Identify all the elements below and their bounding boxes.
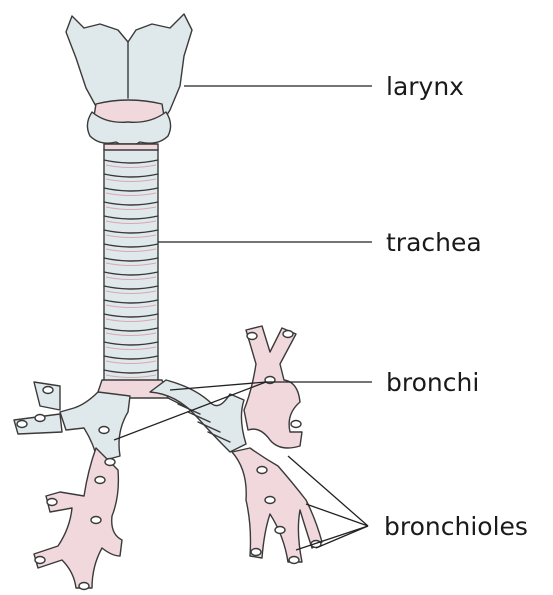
bronchi-label: bronchi (386, 368, 479, 397)
bronchiole-opening (35, 415, 45, 422)
bronchiole-opening (95, 477, 105, 484)
bronchiole-opening (247, 333, 257, 340)
bronchiole-opening (275, 527, 285, 534)
bronchiole-opening (17, 421, 27, 428)
bronchiole-opening (283, 331, 293, 338)
bronchiole-opening (91, 517, 101, 524)
bronchioles-leader-1 (288, 456, 368, 526)
bronchiole-opening (257, 467, 267, 474)
bronchioles-label: bronchioles (384, 512, 528, 541)
bronchiole-opening (105, 459, 115, 466)
bronchiole-opening (265, 497, 275, 504)
bronchiole-opening (43, 387, 53, 394)
bronchiole-opening (35, 557, 45, 564)
trachea-label: trachea (386, 228, 482, 257)
bronchioles-leader-4 (316, 526, 368, 548)
bronchiole-opening (47, 499, 57, 506)
bronchial-tree (14, 326, 322, 590)
bronchiole-opening (79, 583, 89, 590)
trachea-structure (96, 144, 168, 398)
larynx-structure (66, 14, 192, 146)
bronchiole-opening (289, 557, 299, 564)
bronchiole-opening (251, 549, 261, 556)
bronchiole-opening (291, 421, 301, 428)
bronchiole-opening (99, 427, 109, 434)
larynx-label: larynx (386, 72, 464, 101)
